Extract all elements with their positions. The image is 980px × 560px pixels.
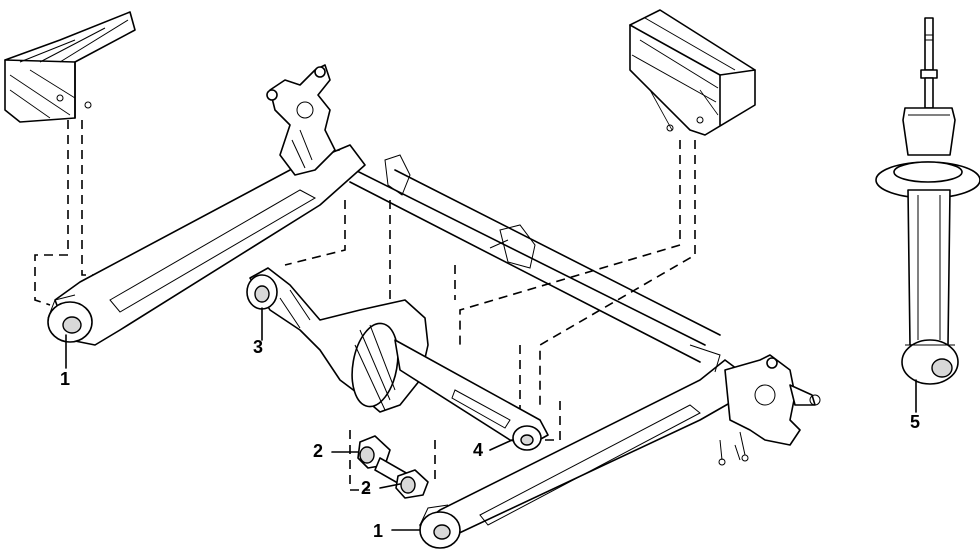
callout-label-2-lower: 2 xyxy=(361,478,371,498)
trailing-arm-left xyxy=(54,144,366,346)
bushing-4 xyxy=(512,425,542,451)
wheel-carrier-right xyxy=(718,354,821,466)
trailing-arm-right xyxy=(419,344,746,546)
shock-absorber xyxy=(875,17,980,385)
bushing-1-left xyxy=(47,294,93,343)
cross-beam xyxy=(344,154,721,363)
bushing-3 xyxy=(246,274,278,310)
body-frame-right xyxy=(629,9,756,136)
callout-label-3: 3 xyxy=(253,337,263,357)
callout-label-1-right: 1 xyxy=(373,521,383,541)
assembly-leader-lines xyxy=(34,120,696,491)
wheel-carrier-left xyxy=(266,64,336,176)
callout-label-1-left: 1 xyxy=(60,369,70,389)
bushing-1-right xyxy=(419,504,461,549)
differential-carrier xyxy=(249,267,549,446)
callout-label-2-upper: 2 xyxy=(313,441,323,461)
bushing-2-lower xyxy=(395,469,429,499)
body-frame-left xyxy=(4,11,136,123)
callout-leaders xyxy=(65,307,917,531)
callout-label-4: 4 xyxy=(473,440,483,460)
callout-label-5: 5 xyxy=(910,412,920,432)
